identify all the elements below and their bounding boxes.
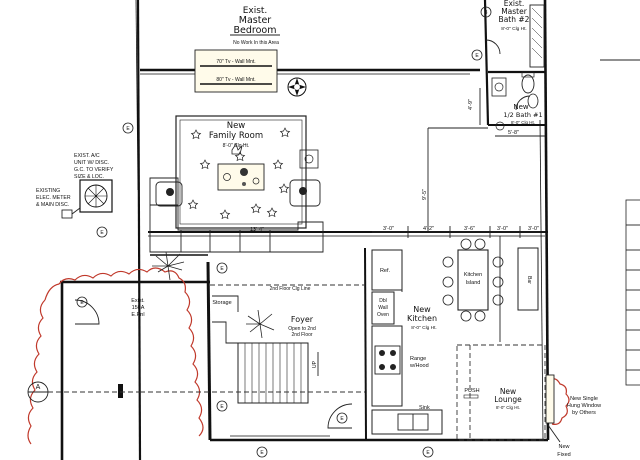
push-label: PUSH: [464, 388, 479, 394]
oven-line-2: Wall: [378, 305, 388, 311]
lounge-line1: New: [500, 387, 516, 396]
electrical-panel: Exist. 150A E.Pnl: [118, 298, 145, 398]
elec-tag-1: E: [126, 126, 130, 132]
room-kitchen: Ref. Dbl Wall Oven Range w/Hood Sink New…: [371, 236, 539, 435]
lounge-line2: Lounge: [494, 395, 522, 404]
kitchen-line1: New: [413, 305, 431, 314]
fixed-line-2: Fixed: [557, 452, 570, 458]
dim-4-2: 4'-2": [423, 226, 434, 232]
panel-line-1: Exist.: [131, 298, 145, 304]
panel-line-3: E.Pnl: [131, 312, 144, 318]
elec-tag-8: E: [426, 450, 430, 456]
room-foyer: 2nd Floor Clg Line Foyer Open to 2nd 2nd…: [74, 284, 365, 429]
section-marker: A: [27, 381, 365, 403]
plant-icons: [152, 143, 275, 339]
half-bath-height: 8'-0" Clg Ht.: [511, 120, 535, 125]
family-room-line2: Family Room: [209, 131, 263, 141]
room-master-bedroom: Exist. Master Bedroom No Work In this Ar…: [230, 6, 280, 46]
ceiling-fan-icon: [287, 77, 307, 97]
room-half-bath: New 1/2 Bath #1 8'-0" Clg Ht.: [491, 77, 543, 131]
dim-5-8: 5'-8": [508, 130, 519, 136]
elec-tag-9: E: [100, 230, 104, 236]
dim-3-0-b: 3'-0": [497, 226, 508, 232]
range-line-1: Range: [410, 356, 426, 362]
room-family-room: New Family Room 8'-0" Clg Ht.: [149, 115, 324, 253]
master-bath-line2: Master: [501, 7, 528, 16]
tv-80-note: 80" Tv - Wall Mnt.: [216, 77, 255, 83]
half-bath-line2: 1/2 Bath #1: [503, 111, 542, 119]
window-line-3: by Others: [572, 410, 596, 416]
window-line-2: Hung Window: [567, 403, 601, 409]
window-line-1: New Single: [570, 396, 598, 402]
dim-4-9: 4'-9": [468, 99, 474, 110]
foyer-line3: 2nd Floor: [291, 332, 312, 338]
stair-up-label: UP: [312, 360, 318, 368]
meter-line-3: & MAIN DISC.: [36, 202, 69, 208]
elec-tag-6: E: [340, 416, 344, 422]
elec-tag-5: E: [220, 404, 224, 410]
elec-tag-7: E: [260, 450, 264, 456]
tv-wall-mount: 70" Tv - Wall Mnt. 80" Tv - Wall Mnt.: [194, 49, 278, 93]
ac-line-3: G.C. TO VERIFY: [74, 167, 114, 173]
master-bath-height: 8'-0" Clg Ht.: [501, 26, 527, 32]
section-ref-tag: 3: [485, 10, 488, 16]
dim-13-4: 13'-4": [250, 227, 264, 233]
refrigerator-label: Ref.: [380, 268, 391, 274]
elec-tag-3: E: [80, 300, 84, 306]
kitchen-line2: Kitchen: [407, 314, 437, 323]
ceiling-line-label: 2nd Floor Clg Line: [270, 286, 311, 292]
master-bedroom-line2: Master: [239, 15, 272, 26]
foyer-line2: Open to 2nd: [288, 326, 316, 332]
revision-clouds: [27, 267, 570, 445]
decor-stars: [187, 127, 291, 220]
fixed-line-1: New: [558, 444, 569, 450]
room-lounge: PUSH New Lounge 8'-0" Clg Ht. New Single…: [456, 344, 601, 458]
ac-line-1: EXIST. A/C: [74, 153, 100, 159]
master-bedroom-line3: Bedroom: [234, 25, 277, 36]
dimension-lines: 4'-9" 5'-8" 9'-5" 13'-4" 3'-0" 4'-2" 3'-…: [250, 88, 545, 238]
oven-line-1: Dbl: [379, 298, 387, 304]
master-bedroom-line1: Exist.: [243, 6, 268, 16]
dim-3-0-c: 3'-0": [528, 226, 539, 232]
family-room-line1: New: [227, 121, 246, 131]
oven-line-3: Oven: [377, 312, 389, 318]
storage-label: Storage: [212, 300, 231, 306]
bar-label: Bar: [526, 276, 532, 284]
island-line-1: Kitchen: [464, 272, 482, 278]
master-bath-line3: Bath #2: [499, 15, 530, 24]
range-line-2: w/Hood: [409, 363, 429, 369]
room-master-bath: Exist. Master Bath #2 8'-0" Clg Ht. 3: [480, 0, 545, 94]
meter-box-icon: [61, 209, 73, 219]
section-marker-label: A: [36, 384, 41, 391]
island-line-2: Island: [466, 280, 481, 286]
ac-unit-callout: EXIST. A/C UNIT W/ DISC. G.C. TO VERIFY …: [36, 153, 114, 219]
meter-line-2: ELEC. METER: [36, 195, 71, 201]
elec-tags: E E E E E E E E E: [76, 49, 483, 458]
schedule-table-fragment: [600, 59, 640, 386]
dim-9-5: 9'-5": [422, 189, 428, 200]
foyer-line1: Foyer: [291, 315, 314, 324]
meter-line-1: EXISTING: [36, 188, 60, 194]
range-icon: [374, 345, 401, 375]
master-bedroom-note: No Work In this Area: [233, 40, 279, 46]
family-room-height: 8'-0" Clg Ht.: [223, 143, 250, 149]
lounge-height: 8'-0" Clg Ht.: [496, 405, 520, 410]
elec-tag-4: E: [220, 266, 224, 272]
kitchen-height: 8'-0" Clg Ht.: [411, 325, 437, 331]
tv-70-note: 70" Tv - Wall Mnt.: [216, 59, 255, 65]
ac-line-2: UNIT W/ DISC.: [74, 160, 109, 166]
half-bath-line1: New: [513, 103, 529, 111]
elec-tag-2: E: [475, 53, 479, 59]
sink-label: Sink: [419, 405, 430, 411]
panel-line-2: 150A: [132, 305, 145, 311]
ac-line-4: SIZE & LOC.: [74, 174, 104, 180]
dim-3-6: 3'-6": [464, 226, 475, 232]
master-bath-line1: Exist.: [504, 0, 525, 8]
dim-3-0-a: 3'-0": [383, 226, 394, 232]
